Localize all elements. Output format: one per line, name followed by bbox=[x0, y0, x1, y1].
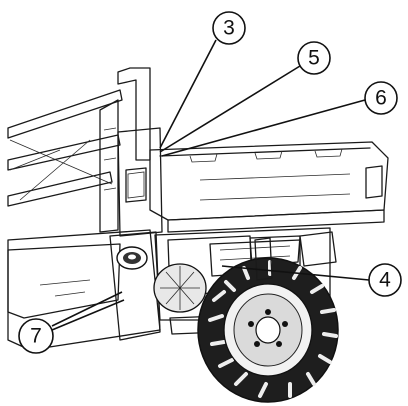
callout-3: 3 bbox=[212, 11, 246, 45]
callout-5: 5 bbox=[297, 41, 331, 75]
rollover-cage bbox=[7, 67, 151, 233]
callout-7: 7 bbox=[18, 318, 54, 354]
leader-7-b bbox=[51, 299, 125, 331]
callout-5-label: 5 bbox=[308, 47, 320, 70]
callout-4: 4 bbox=[368, 263, 402, 297]
leader-7-a bbox=[51, 291, 123, 327]
callout-7-label: 7 bbox=[30, 325, 42, 348]
leader-3 bbox=[159, 39, 217, 149]
rear-wheel bbox=[197, 257, 339, 403]
callout-6-label: 6 bbox=[375, 87, 387, 110]
leader-4 bbox=[221, 265, 370, 281]
cargo-box bbox=[149, 141, 389, 233]
callout-4-label: 4 bbox=[379, 269, 391, 292]
side-body-panel bbox=[7, 229, 161, 351]
leader-6 bbox=[161, 99, 366, 157]
callout-3-label: 3 bbox=[223, 17, 235, 40]
fuel-cap bbox=[116, 246, 148, 270]
leader-5 bbox=[159, 65, 301, 153]
rear-suspension bbox=[254, 231, 337, 281]
cab-rear-panel bbox=[117, 127, 163, 237]
leader-lines bbox=[51, 39, 370, 331]
callout-6: 6 bbox=[364, 81, 398, 115]
